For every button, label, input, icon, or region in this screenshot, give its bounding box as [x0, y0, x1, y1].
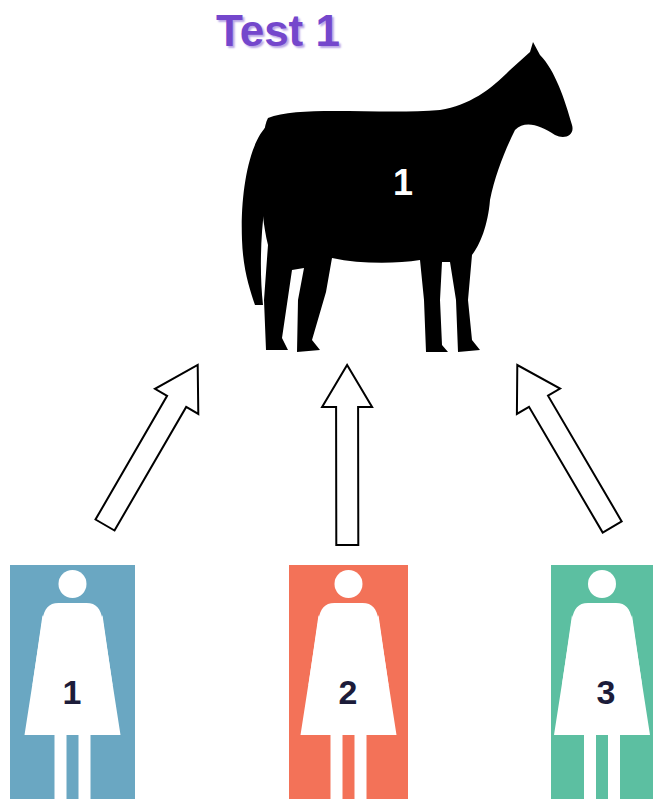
diagram-title: Test 1 [216, 6, 340, 56]
callout-number: 1 [393, 165, 413, 201]
horse-shape: 1 [190, 40, 575, 365]
block-arrow [517, 365, 622, 533]
person-box: 2 [289, 565, 408, 799]
callout-number: 3 [597, 675, 616, 709]
callout-number: 1 [63, 675, 82, 709]
horse-silhouette [190, 40, 575, 365]
callout-number: 2 [339, 675, 358, 709]
block-arrow [96, 365, 199, 531]
person-box: 3 [551, 565, 653, 799]
person-box: 1 [10, 565, 135, 799]
block-arrow [322, 365, 372, 545]
